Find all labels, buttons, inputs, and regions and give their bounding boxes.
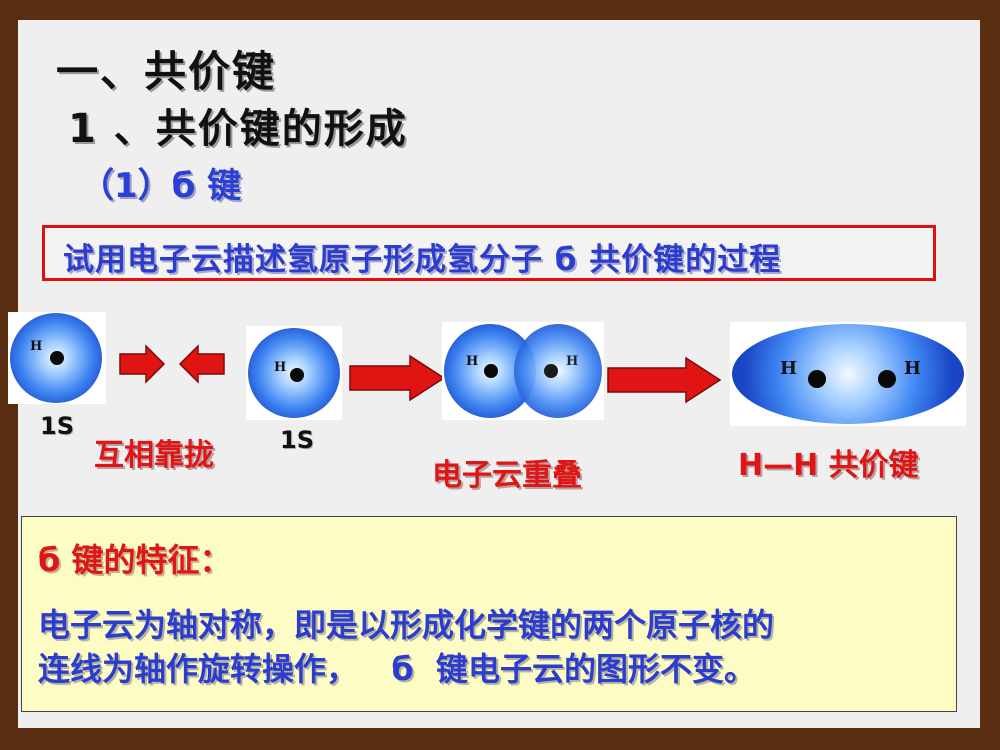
arrow-right-icon — [119, 344, 166, 384]
atom-symbol: H — [274, 360, 287, 375]
feature-box: б 键的特征： 电子云为轴对称，即是以形成化学键的两个原子核的 连线为轴作旋转操… — [21, 516, 957, 712]
arrow-to-bond — [607, 356, 722, 404]
arrow-right-icon — [607, 356, 722, 404]
overlap-cloud-right: H — [514, 324, 602, 418]
prompt-box: 试用电子云描述氢原子形成氢分子 б 共价键的过程 — [42, 225, 936, 281]
feature-title: б 键的特征： — [38, 541, 232, 579]
subsection-heading: 1 、共价键的形成 — [68, 106, 408, 152]
item-heading: （1）б 键 — [80, 166, 242, 206]
atom-symbol: H — [904, 358, 922, 379]
hydrogen-molecule-cloud: H H — [732, 324, 964, 424]
section-heading: 一、共价键 — [56, 47, 277, 96]
bond-label: H—H 共价键 — [738, 448, 919, 483]
prompt-text: 试用电子云描述氢原子形成氢分子 б 共价键的过程 — [63, 242, 782, 278]
nucleus — [290, 368, 304, 382]
nucleus — [544, 364, 558, 378]
nucleus — [484, 364, 498, 378]
feature-body: 电子云为轴对称，即是以形成化学键的两个原子核的 连线为轴作旋转操作， б 键电子… — [38, 603, 948, 691]
nucleus — [50, 351, 64, 365]
feature-line-1: 电子云为轴对称，即是以形成化学键的两个原子核的 — [38, 606, 775, 644]
nucleus — [878, 370, 896, 388]
atom-symbol: H — [780, 358, 798, 379]
nucleus — [808, 370, 826, 388]
hydrogen-atom-left: H — [10, 313, 102, 403]
orbital-label-left: 1S — [40, 412, 74, 440]
atom-symbol: H — [566, 354, 579, 369]
atom-symbol: H — [30, 339, 43, 354]
hydrogen-atom-right: H — [248, 328, 340, 418]
orbital-label-right: 1S — [280, 426, 314, 454]
approach-arrows — [119, 344, 225, 384]
approach-label: 互相靠拢 — [94, 438, 214, 473]
arrow-left-icon — [178, 344, 225, 384]
arrow-to-overlap — [349, 354, 446, 402]
arrow-right-icon — [349, 354, 446, 402]
overlap-label: 电子云重叠 — [432, 458, 582, 493]
slide: 一、共价键 1 、共价键的形成 （1）б 键 试用电子云描述氢原子形成氢分子 б… — [8, 20, 980, 728]
atom-symbol: H — [466, 354, 479, 369]
feature-line-2: 连线为轴作旋转操作， б 键电子云的图形不变。 — [38, 650, 757, 688]
